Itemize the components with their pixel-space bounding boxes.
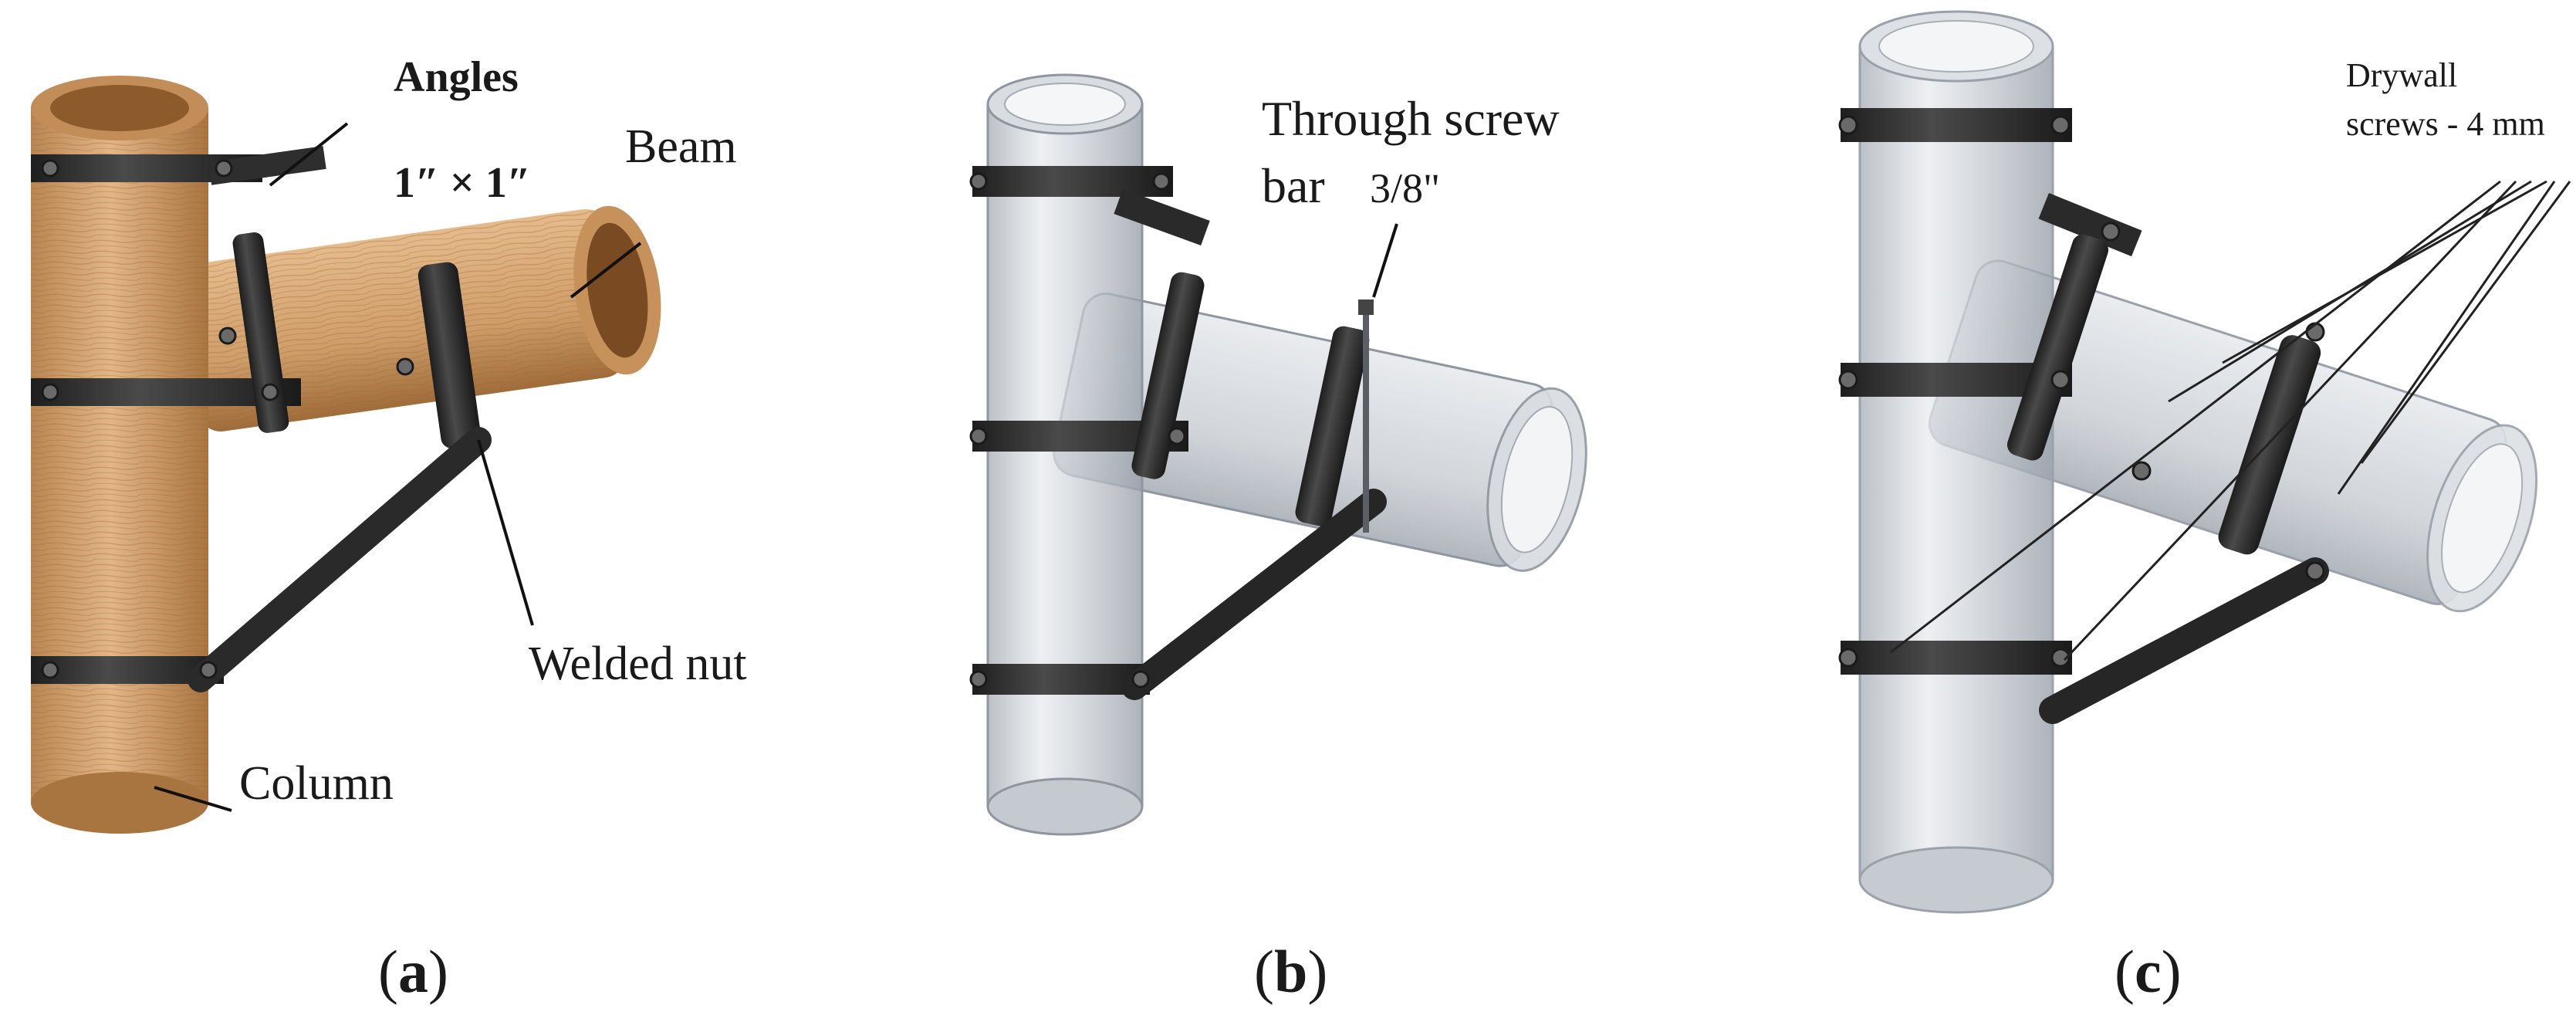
diagonal-brace-b: [1121, 489, 1387, 700]
beam-bands-c: [2006, 234, 2321, 555]
caption-c: (c): [2115, 938, 2182, 1005]
panel-a: Angles 1″ × 1″ Beam Welded nut Column (a…: [31, 53, 747, 1005]
label-bar-size: 3/8": [1370, 165, 1440, 212]
beam-bands-a: [232, 232, 482, 448]
leader-lines-a: [154, 122, 642, 812]
diagonal-brace-a: [188, 427, 492, 692]
caption-letter-a: a: [398, 938, 428, 1005]
label-beam: Beam: [625, 120, 737, 173]
leader-lines-c: [1890, 180, 2571, 662]
caption-letter-b: b: [1274, 938, 1307, 1005]
bolts-b: [969, 172, 1186, 689]
label-screws: screws - 4 mm: [2346, 105, 2545, 143]
caption-a: (a): [378, 938, 448, 1005]
label-angles-size: 1″ × 1″: [394, 159, 531, 207]
through-screw-bar: [1358, 299, 1374, 533]
column-tube-c: [1858, 10, 2054, 914]
caption-letter-c: c: [2135, 938, 2162, 1005]
panel-b: Through screw bar 3/8" (b): [969, 73, 1587, 1005]
bolts-c: [1838, 115, 2325, 668]
caption-b: (b): [1254, 938, 1327, 1005]
label-column: Column: [239, 757, 394, 810]
label-welded-nut: Welded nut: [529, 638, 747, 690]
label-drywall: Drywall: [2346, 56, 2457, 94]
label-through-screw: Through screw: [1262, 91, 1560, 146]
panel-c: Drywall screws - 4 mm (c): [1838, 10, 2571, 1005]
bolts-a: [41, 159, 414, 679]
leader-lines-b: [1372, 223, 1398, 298]
column-tube-a: [31, 76, 208, 834]
label-angles: Angles: [394, 53, 519, 101]
label-bar: bar: [1262, 158, 1325, 213]
beam-tube-a: [180, 205, 661, 431]
beam-bands-b: [1131, 272, 1370, 526]
diagonal-brace-c: [2039, 557, 2329, 724]
